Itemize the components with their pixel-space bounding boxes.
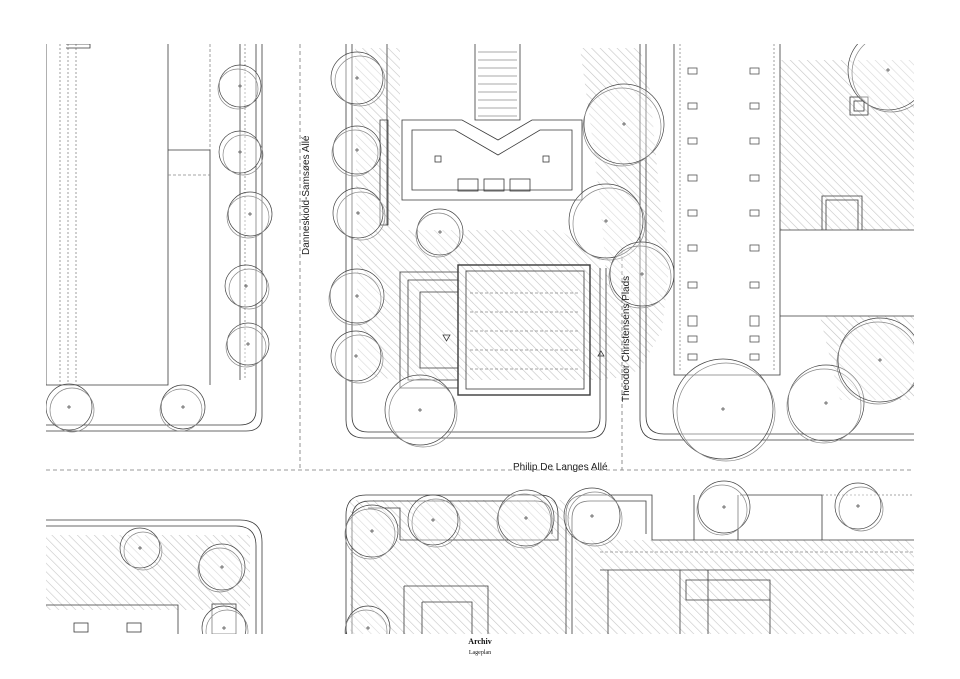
central-block	[345, 44, 607, 439]
tree	[217, 64, 262, 110]
tree	[568, 183, 646, 261]
tree	[344, 504, 399, 560]
tree	[224, 264, 270, 310]
tree	[328, 268, 385, 326]
west-block	[46, 44, 263, 432]
south-blocks	[345, 494, 914, 634]
tree	[225, 322, 270, 368]
south-west-block	[46, 519, 263, 634]
tree	[384, 374, 458, 448]
tree	[218, 130, 264, 176]
hatched-areas	[46, 48, 914, 634]
tree	[786, 364, 865, 444]
tree	[407, 494, 461, 548]
tree	[847, 44, 914, 113]
tree	[415, 208, 464, 258]
east-block	[639, 44, 914, 441]
tree	[159, 384, 206, 432]
tree	[563, 487, 623, 547]
tree	[672, 358, 776, 462]
tree	[582, 83, 665, 167]
tree	[834, 482, 884, 532]
tree	[330, 51, 386, 107]
tree	[696, 480, 751, 536]
tree	[197, 543, 246, 593]
tree	[46, 383, 95, 433]
trees	[46, 44, 914, 634]
tree	[330, 330, 384, 384]
tree	[836, 317, 914, 405]
tree	[201, 605, 249, 634]
tree	[608, 241, 675, 309]
drawing-title: Archiv	[468, 637, 492, 646]
tree	[331, 125, 382, 177]
tree	[119, 527, 163, 571]
drawing-subtitle: Lageplan	[468, 650, 492, 656]
street-label-north-south: Danneskiold-Samsøes Allé	[301, 135, 312, 255]
tree	[496, 489, 555, 549]
tree	[226, 191, 273, 239]
street-label-east-west: Philip De Langes Allé	[513, 462, 608, 473]
street-label-diagonal: Theodor Christensens Plads	[621, 276, 632, 402]
tree	[332, 187, 386, 241]
tree	[344, 605, 391, 634]
road-edges	[46, 44, 914, 471]
